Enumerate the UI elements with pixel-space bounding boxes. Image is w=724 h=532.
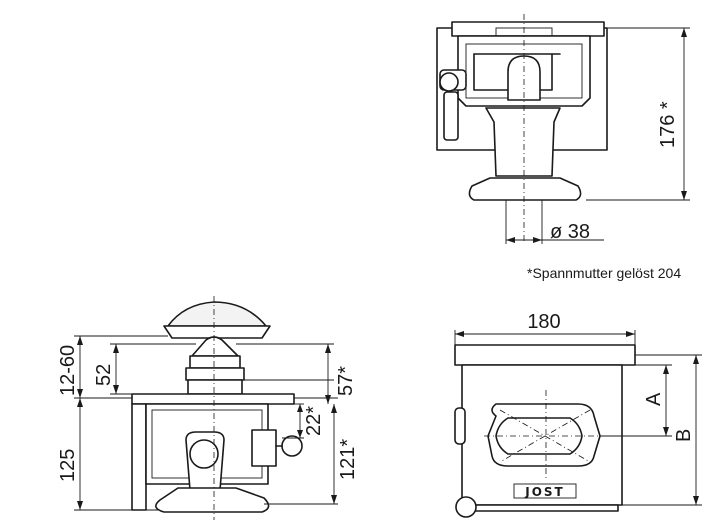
front-view-foot [155,487,270,513]
dim-176-arrow-bottom [681,191,687,200]
side-view-column [485,107,561,177]
dim-180-arrow-left [455,331,464,337]
top-view-left-knob [454,407,466,445]
dim-A-arrow-top [663,365,669,374]
side-view-top-plate [451,21,605,37]
dim-125-arrow-bottom [77,501,83,510]
front-view-column-ring [189,439,219,469]
dim-125-label: 125 [57,449,79,482]
dim-52-arrow-bottom [113,385,119,394]
dim-A-arrow-bottom [663,427,669,436]
dim-125-arrow-mid-down [77,398,83,407]
dim-1260-arrow-mid-up [77,389,83,398]
front-view-handwheel-top [167,301,267,327]
dim-B-arrow-top [693,355,699,364]
dim-57-arrow-top [325,344,331,353]
dim-180-label: 180 [527,311,560,333]
side-view-lever-arm [443,91,459,141]
front-view-cone [191,336,239,357]
footnote: *Spannmutter gelöst 204 [527,265,681,281]
dim-1260-arrow-top [77,336,83,345]
dim-B-label: B [673,429,695,442]
dim-52-label: 52 [93,364,115,386]
top-view-bottom-plate [469,504,619,512]
dim-121-arrow-top [331,404,337,413]
side-view-foot [468,177,582,201]
dim-1260-label: 12-60 [57,345,79,396]
dim-38-arrow-right [533,237,542,243]
dim-180-arrow-right [626,331,635,337]
dim-B-arrow-bottom [693,496,699,505]
front-view-side-knob [281,435,303,457]
top-view-diag-1 [499,409,591,463]
top-view-wheel [455,496,477,518]
front-view: 12-60 125 52 57* 22* 121* [57,296,359,520]
front-view-left-bracket [131,403,147,511]
dim-22-label: 22* [303,406,325,436]
side-view: 176 * ø 38 [436,14,690,244]
top-view: JOST 180 A B [454,311,702,518]
dim-22-arrow-top [297,404,303,412]
front-view-handwheel-rim [163,325,271,339]
dim-121-arrow-bottom [331,495,337,504]
dim-121-label: 121* [337,439,359,480]
dim-A-label: A [643,392,665,406]
top-view-flange [454,344,636,366]
top-view-diag-2 [499,409,591,463]
dim-176-label: 176 * [657,101,679,148]
dim-22-arrow-bottom [297,430,303,438]
top-view-brand-plate [513,483,577,499]
dim-38-arrow-left [506,237,515,243]
front-view-spindle-1 [189,355,241,369]
dim-57-arrow-bottom [325,395,331,404]
dim-38-label: ø 38 [550,221,590,243]
brand-logo: JOST [524,485,565,499]
front-view-side-box [251,429,277,467]
front-view-spindle-2 [185,367,245,381]
dim-176-arrow-top [681,28,687,37]
front-view-spindle-3 [187,379,243,395]
dim-57-label: 57* [335,366,357,396]
side-view-lever-knob [439,72,459,92]
front-view-plate [131,393,295,405]
dim-52-arrow-top [113,344,119,353]
